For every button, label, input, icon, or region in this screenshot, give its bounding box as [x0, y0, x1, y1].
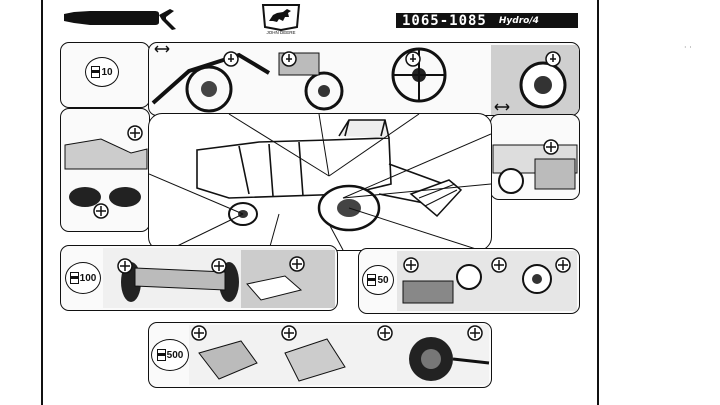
panel-center-combine [148, 113, 492, 251]
grease-fitting-icon [289, 256, 305, 272]
pulley-drive-left [151, 52, 271, 113]
pulley-drive-right [391, 47, 447, 103]
interval-badge-500h: 500 [151, 339, 189, 371]
grease-fitting-icon [281, 51, 297, 67]
brand-logo: JOHN DEERE [257, 3, 305, 39]
scan-speck: · · [684, 43, 692, 52]
grease-gun-icon [64, 9, 176, 30]
interval-badge-50h: 50 [362, 265, 394, 295]
interval-value-50: 50 [377, 274, 389, 286]
combine-body [196, 119, 451, 207]
hour-meter-icon [156, 349, 166, 361]
frame-left-line [41, 0, 43, 405]
grease-fitting-icon [223, 51, 239, 67]
interval-value-10: 10 [101, 66, 113, 78]
panel-middle-right-50h: 50 [358, 248, 580, 314]
interval-value-500: 500 [166, 349, 184, 361]
double-arrow-icon [494, 103, 510, 111]
panel-top-left-interval: 10 [60, 42, 150, 108]
brand-name: JOHN DEERE [266, 30, 296, 35]
interval-value-100: 100 [79, 272, 97, 284]
hour-meter-icon [69, 272, 79, 284]
grease-fitting-icon [555, 257, 571, 273]
grease-fitting-icon [127, 125, 143, 141]
grease-fitting-icon [93, 203, 109, 219]
interval-badge-10h: 10 [85, 57, 119, 87]
grease-fitting-icon [117, 258, 133, 274]
panel-top-pulleys [148, 42, 580, 116]
grease-fitting-icon [491, 257, 507, 273]
panel-middle-left-100h: 100 [60, 245, 338, 311]
callout-leaders [148, 113, 492, 251]
double-arrow-icon [154, 45, 170, 53]
grease-fitting-icon [403, 257, 419, 273]
grease-fitting-icon [211, 258, 227, 274]
grease-fitting-icon [543, 139, 559, 155]
grease-fitting-icon [281, 325, 297, 341]
grease-fitting-icon [405, 51, 421, 67]
model-title: 1065-1085 [402, 12, 487, 29]
frame-right-line [597, 0, 599, 405]
hour-meter-icon [367, 274, 377, 286]
grease-fitting-icon [545, 51, 561, 67]
panel-bottom-500h: 500 [148, 322, 492, 388]
grease-fitting-icon [467, 325, 483, 341]
panel-left-side [60, 108, 150, 232]
model-title-banner: 1065-1085 Hydro/4 [396, 12, 578, 29]
combine-header-reel [409, 179, 463, 218]
panel-right-side [490, 114, 580, 200]
hour-meter-icon [91, 66, 101, 78]
grease-fitting-icon [377, 325, 393, 341]
interval-badge-100h: 100 [65, 262, 101, 294]
model-subtitle: Hydro/4 [498, 15, 539, 26]
pulley-variator [491, 45, 579, 115]
grease-fitting-icon [191, 325, 207, 341]
